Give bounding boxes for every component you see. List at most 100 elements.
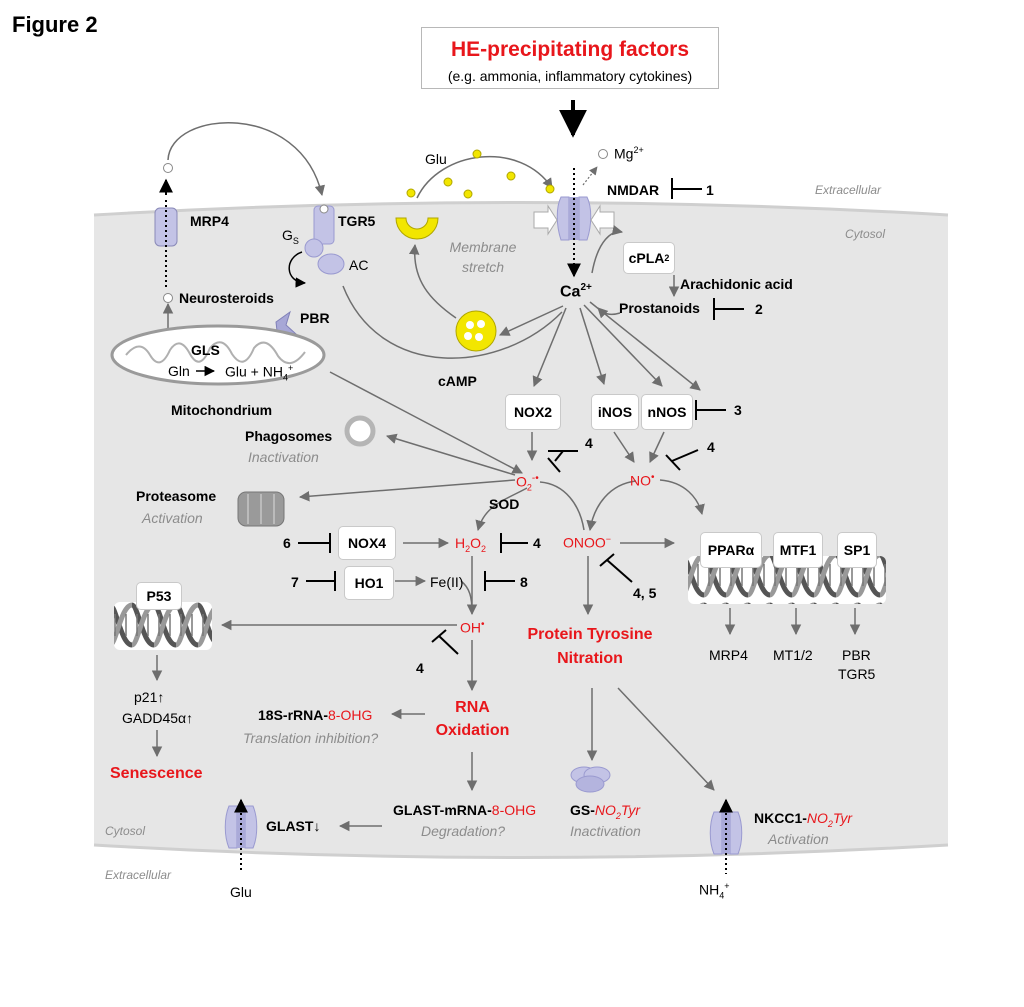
label-gs-nitrotyrosine: GS-NO2Tyr: [570, 802, 641, 821]
inhibitor-4-5: 4, 5: [633, 585, 657, 601]
inhibitor-3: 3: [734, 402, 742, 418]
ppar-box: PPARα: [700, 532, 762, 568]
label-tgr5: TGR5: [338, 213, 376, 229]
inhibitor-6: 6: [283, 535, 291, 551]
inhibitor-7: 7: [291, 574, 299, 590]
label-oxidation: Oxidation: [435, 722, 510, 739]
label-glu-nh4: Glu + NH4+: [225, 363, 294, 383]
dna-helix-transcription: [688, 556, 886, 604]
he-factors-subtitle: (e.g. ammonia, inflammatory cytokines): [447, 68, 693, 84]
label-camp: cAMP: [438, 373, 477, 389]
he-factors-title: HE-precipitating factors: [450, 38, 690, 61]
label-iron: Fe(II): [430, 574, 464, 590]
label-proteasome: Proteasome: [136, 488, 217, 504]
sp1-box: SP1: [837, 532, 877, 568]
label-mg: Mg2+: [614, 145, 644, 162]
label-superoxide: O2-•: [516, 473, 539, 493]
label-gadd45: GADD45α↑: [122, 710, 194, 726]
dna-helix-p53: [114, 602, 212, 650]
glu-release-arrow: [416, 155, 553, 199]
figure-title: Figure 2: [12, 12, 98, 37]
label-p21: p21↑: [134, 689, 165, 705]
inhibitor-4-nos: 4: [707, 439, 715, 455]
label-sod: SOD: [489, 496, 520, 512]
label-proteasome-activation: Activation: [142, 510, 203, 526]
label-phagosome-inactivation: Inactivation: [248, 449, 319, 465]
glu-vesicle-internal: [455, 310, 497, 352]
label-mrp4-gene: MRP4: [709, 647, 748, 663]
label-glu-top: Glu: [425, 151, 447, 167]
label-gs: GS: [282, 227, 299, 246]
label-gln: Gln: [168, 363, 190, 379]
glu-vesicle-release: [395, 217, 439, 240]
label-nmdar: NMDAR: [607, 182, 660, 198]
top-membrane: [93, 201, 949, 217]
label-nkcc1-activation: Activation: [768, 831, 829, 847]
inhibitor-4-h2o2: 4: [533, 535, 541, 551]
neurosteroid-to-tgr5-arrow: [167, 122, 325, 197]
label-gs-inactivation: Inactivation: [570, 823, 641, 839]
mrp4-transporter: [154, 200, 178, 290]
ho1-box: HO1: [344, 566, 394, 600]
inhibitor-8: 8: [520, 574, 528, 590]
nox2-box: NOX2: [505, 394, 561, 430]
label-phagosomes: Phagosomes: [245, 428, 333, 444]
mitochondrion: [110, 324, 326, 386]
label-arachidonic-acid: Arachidonic acid: [680, 276, 793, 292]
glutamine-synthetase: [570, 766, 611, 793]
label-gls: GLS: [191, 342, 220, 358]
nkcc1-transporter: [709, 808, 743, 874]
inhibitor-4-oh: 4: [416, 660, 424, 676]
phagosome: [344, 415, 376, 447]
label-cytosol-bottom: Cytosol: [105, 824, 146, 838]
label-hydrogen-peroxide: H2O2: [455, 535, 487, 554]
tgr5-to-camp-arrow: [342, 285, 563, 359]
label-nkcc1-nitrotyrosine: NKCC1-NO2Tyr: [754, 810, 853, 829]
bottom-membrane: [93, 843, 949, 859]
label-mitochondrium: Mitochondrium: [171, 402, 273, 418]
label-glu-bottom: Glu: [230, 884, 252, 900]
label-degradation: Degradation?: [421, 823, 506, 839]
label-18s-rrna: 18S-rRNA-8-OHG: [258, 707, 373, 723]
gls-to-superoxide-arrow: [329, 371, 523, 474]
label-protein-tyrosine: Protein Tyrosine: [527, 626, 653, 643]
label-membrane: Membrane: [449, 239, 517, 255]
label-cytosol-top: Cytosol: [845, 227, 886, 241]
proteasome: [237, 491, 285, 527]
label-prostanoids: Prostanoids: [619, 300, 700, 316]
label-glast: GLAST↓: [266, 818, 321, 834]
label-pbr: PBR: [300, 310, 330, 326]
label-glast-mrna: GLAST-mRNA-8-OHG: [393, 802, 537, 818]
label-nh4-bottom: NH4+: [699, 881, 730, 901]
label-nitric-oxide: NO•: [630, 472, 655, 489]
label-calcium: Ca2+: [560, 282, 592, 301]
p53-box: P53: [136, 582, 182, 610]
label-neurosteroids: Neurosteroids: [179, 290, 274, 306]
he-factors-box: HE-precipitating factors (e.g. ammonia, …: [421, 27, 719, 89]
inhibitor-2: 2: [755, 301, 763, 317]
label-extracellular-bottom: Extracellular: [105, 868, 172, 882]
label-mt12-gene: MT1/2: [773, 647, 813, 663]
label-translation-inhibition: Translation inhibition?: [243, 730, 379, 746]
glast-transporter: [224, 805, 258, 872]
label-peroxynitrite: ONOO−: [563, 534, 612, 551]
nmdar-channel: [556, 168, 592, 268]
tgr5-receptor: [304, 204, 345, 275]
inos-box: iNOS: [591, 394, 639, 430]
inhibitor-4-nox2: 4: [585, 435, 593, 451]
label-hydroxyl: OH•: [460, 619, 485, 636]
label-nitration: Nitration: [557, 650, 623, 667]
label-senescence: Senescence: [110, 765, 203, 782]
nox4-box: NOX4: [338, 526, 396, 560]
label-ac: AC: [349, 257, 369, 273]
label-stretch: stretch: [461, 259, 504, 275]
nnos-box: nNOS: [641, 394, 693, 430]
label-mrp4: MRP4: [190, 213, 229, 229]
label-rna: RNA: [455, 699, 490, 716]
label-pbr-gene: PBR: [842, 647, 871, 663]
label-extracellular-top: Extracellular: [815, 183, 882, 197]
label-tgr5-gene: TGR5: [838, 666, 876, 682]
